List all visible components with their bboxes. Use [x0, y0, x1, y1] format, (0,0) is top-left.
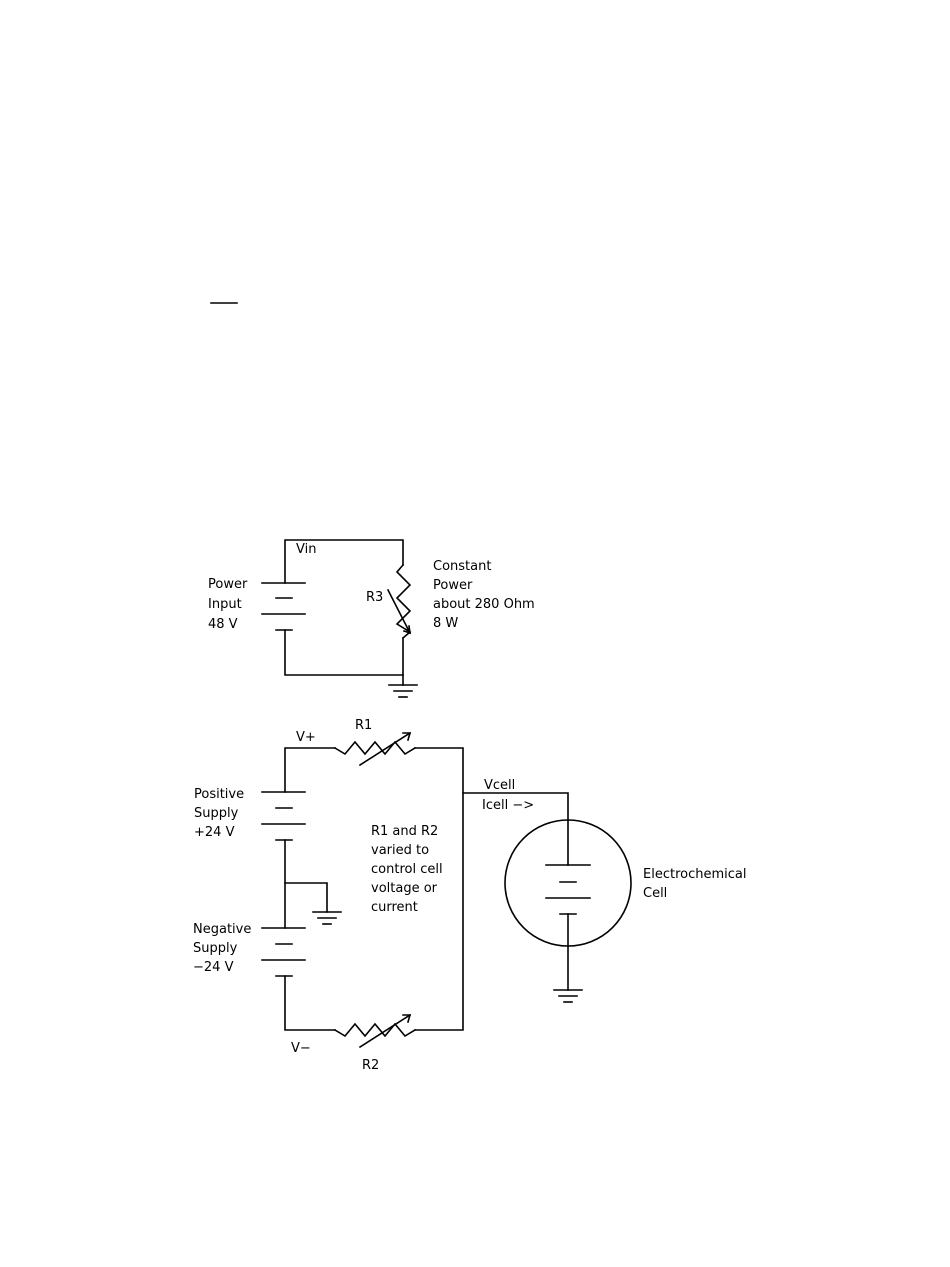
vplus-label: V+: [296, 730, 316, 745]
vcell-label: Vcell: [484, 778, 515, 793]
control-note-1: R1 and R2: [371, 824, 438, 839]
power-input-circuit: Vin Power Input 48 V R3 Constant Power a…: [208, 540, 535, 697]
vminus-label: V−: [291, 1041, 311, 1056]
r1-arrow-shaft: [360, 733, 410, 765]
r1-resistor: [335, 742, 415, 754]
r3-label: R3: [366, 590, 383, 605]
pos-supply-label-2: Supply: [194, 806, 239, 821]
r2-label: R2: [362, 1058, 379, 1073]
control-note-3: control cell: [371, 862, 443, 877]
power-input-label-1: Power: [208, 577, 248, 592]
r3-note-2: Power: [433, 578, 473, 593]
midpoint-ground-wire: [285, 883, 327, 912]
r3-note-3: about 280 Ohm: [433, 597, 535, 612]
vminus-wire: [285, 976, 335, 1030]
pos-supply-label-1: Positive: [194, 787, 244, 802]
pos-supply-label-3: +24 V: [194, 825, 235, 840]
cell-label-2: Cell: [643, 886, 667, 901]
vin-label: Vin: [296, 542, 316, 557]
control-note-5: current: [371, 900, 418, 915]
power-input-label-2: Input: [208, 597, 242, 612]
power-input-label-3: 48 V: [208, 617, 238, 632]
cell-control-circuit: V+ R1 Positive Supply +24 V Negative Sup…: [193, 718, 746, 1073]
control-note-2: varied to: [371, 843, 429, 858]
r3-resistor: [397, 565, 410, 638]
r2-resistor: [335, 1024, 415, 1036]
neg-supply-label-2: Supply: [193, 941, 238, 956]
r3-note-1: Constant: [433, 559, 491, 574]
control-note-4: voltage or: [371, 881, 438, 896]
vplus-wire: [285, 748, 335, 792]
r2-arrow-shaft: [360, 1015, 410, 1047]
icell-label: Icell −>: [482, 798, 534, 813]
r1-label: R1: [355, 718, 372, 733]
neg-supply-label-3: −24 V: [193, 960, 234, 975]
return-wire: [285, 630, 403, 675]
r3-note-4: 8 W: [433, 616, 458, 631]
neg-supply-label-1: Negative: [193, 922, 251, 937]
cell-label-1: Electrochemical: [643, 867, 746, 882]
